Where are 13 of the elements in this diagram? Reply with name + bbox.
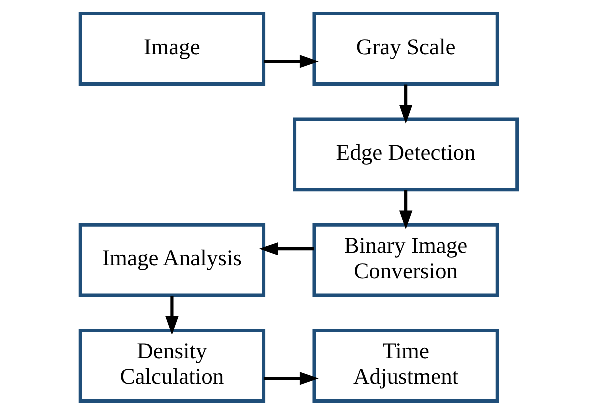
node-box: Image Analysis	[78, 223, 266, 298]
arrow	[263, 55, 318, 68]
arrow	[165, 296, 178, 336]
arrow	[258, 242, 314, 256]
arrow	[398, 190, 412, 230]
node-box: Gray Scale	[312, 12, 499, 86]
node-box: Density Calculation	[78, 329, 266, 403]
arrow	[398, 84, 412, 124]
node-box: Binary Image Conversion	[312, 223, 499, 298]
node-box: Edge Detection	[292, 118, 519, 192]
node-box: Time Adjustment	[312, 329, 499, 403]
node-box: Image	[78, 12, 266, 86]
arrow	[263, 372, 318, 386]
